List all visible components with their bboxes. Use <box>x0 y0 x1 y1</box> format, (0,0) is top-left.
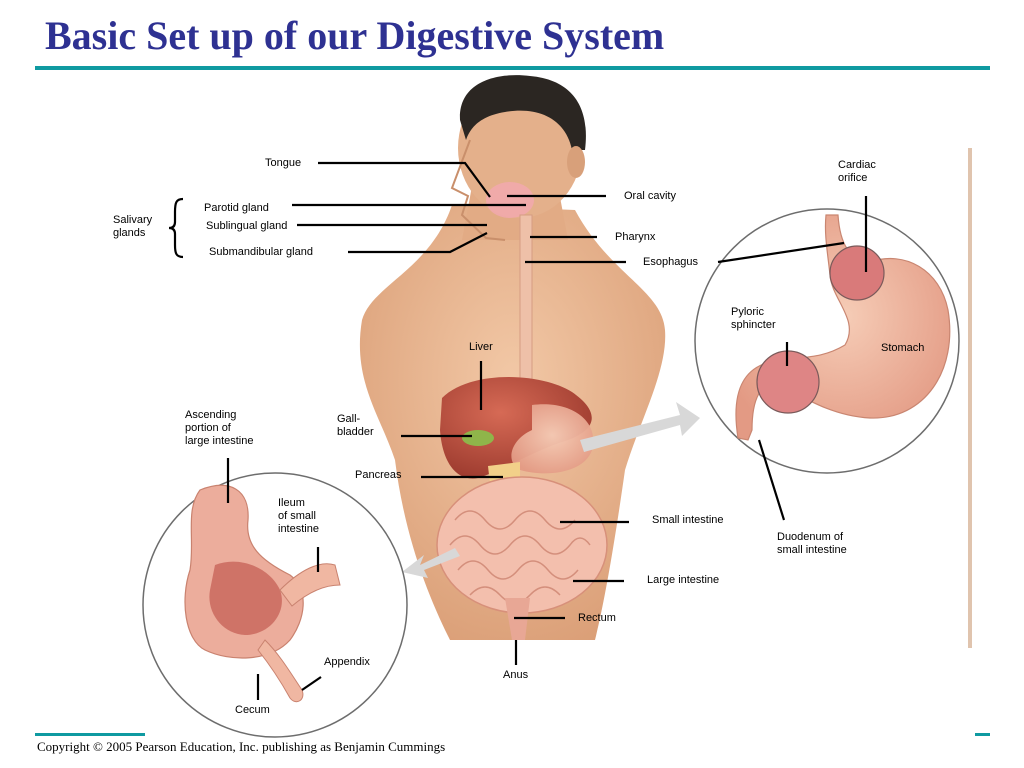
duodenum-line <box>757 439 786 521</box>
label-esophagus: Esophagus <box>643 256 699 268</box>
label-parotid-gland: Parotid gland <box>204 202 269 214</box>
label-rectum: Rectum <box>578 612 616 624</box>
tongue-line <box>318 161 491 198</box>
label-stomach: Stomach <box>881 342 925 354</box>
label-submandibular-gland: Submandibular gland <box>209 246 313 258</box>
label-tongue: Tongue <box>265 157 302 169</box>
label-large-intestine: Large intestine <box>647 574 720 586</box>
copyright-notice: Copyright © 2005 Pearson Education, Inc.… <box>37 739 446 754</box>
hair <box>459 75 586 150</box>
label-salivary-glands: Salivary glands <box>113 214 153 239</box>
label-pancreas: Pancreas <box>355 469 402 481</box>
leader-lines <box>168 161 868 700</box>
oral-cavity-shape <box>486 182 534 218</box>
label-appendix: Appendix <box>324 656 370 668</box>
arrow-to-cecum <box>402 548 460 578</box>
ear <box>567 146 585 178</box>
esophagus-zoom-line <box>717 241 845 264</box>
slide-title: Basic Set up of our Digestive System <box>45 13 665 58</box>
label-duodenum: Duodenum of small intestine <box>777 531 847 556</box>
label-small-intestine: Small intestine <box>652 514 724 526</box>
gallbladder-shape <box>462 430 494 446</box>
cecum-interior <box>209 561 282 635</box>
appendix-zoom-shape <box>257 639 304 703</box>
label-anus: Anus <box>503 669 529 681</box>
intestine-coils <box>449 510 591 604</box>
stomach-shape-torso <box>511 404 594 474</box>
label-ascending-large-intestine: Ascending portion of large intestine <box>185 409 254 447</box>
ileum-zoom-shape <box>279 563 341 607</box>
label-gallbladder: Gall- bladder <box>337 413 374 438</box>
cardiac-orifice-detail <box>829 245 885 301</box>
footer-divider-left <box>35 733 145 736</box>
label-liver: Liver <box>469 341 493 353</box>
label-sublingual-gland: Sublingual gland <box>206 220 288 232</box>
label-oral-cavity: Oral cavity <box>624 190 676 202</box>
arrow-to-stomach <box>580 402 700 452</box>
footer-divider-right <box>975 733 990 736</box>
intestines-shape <box>436 476 608 614</box>
liver-shape <box>440 376 592 479</box>
title-divider <box>35 66 990 70</box>
label-cecum: Cecum <box>235 704 270 716</box>
edge-bar <box>968 148 972 648</box>
label-ileum: Ileum of small intestine <box>278 497 319 535</box>
salivary-brace <box>168 197 184 259</box>
label-cardiac-orifice: Cardiac orifice <box>838 159 876 184</box>
appendix-line <box>301 676 322 691</box>
submandibular-gland-line <box>348 232 488 254</box>
label-pyloric-sphincter: Pyloric sphincter <box>731 306 776 331</box>
label-pharynx: Pharynx <box>615 231 656 243</box>
